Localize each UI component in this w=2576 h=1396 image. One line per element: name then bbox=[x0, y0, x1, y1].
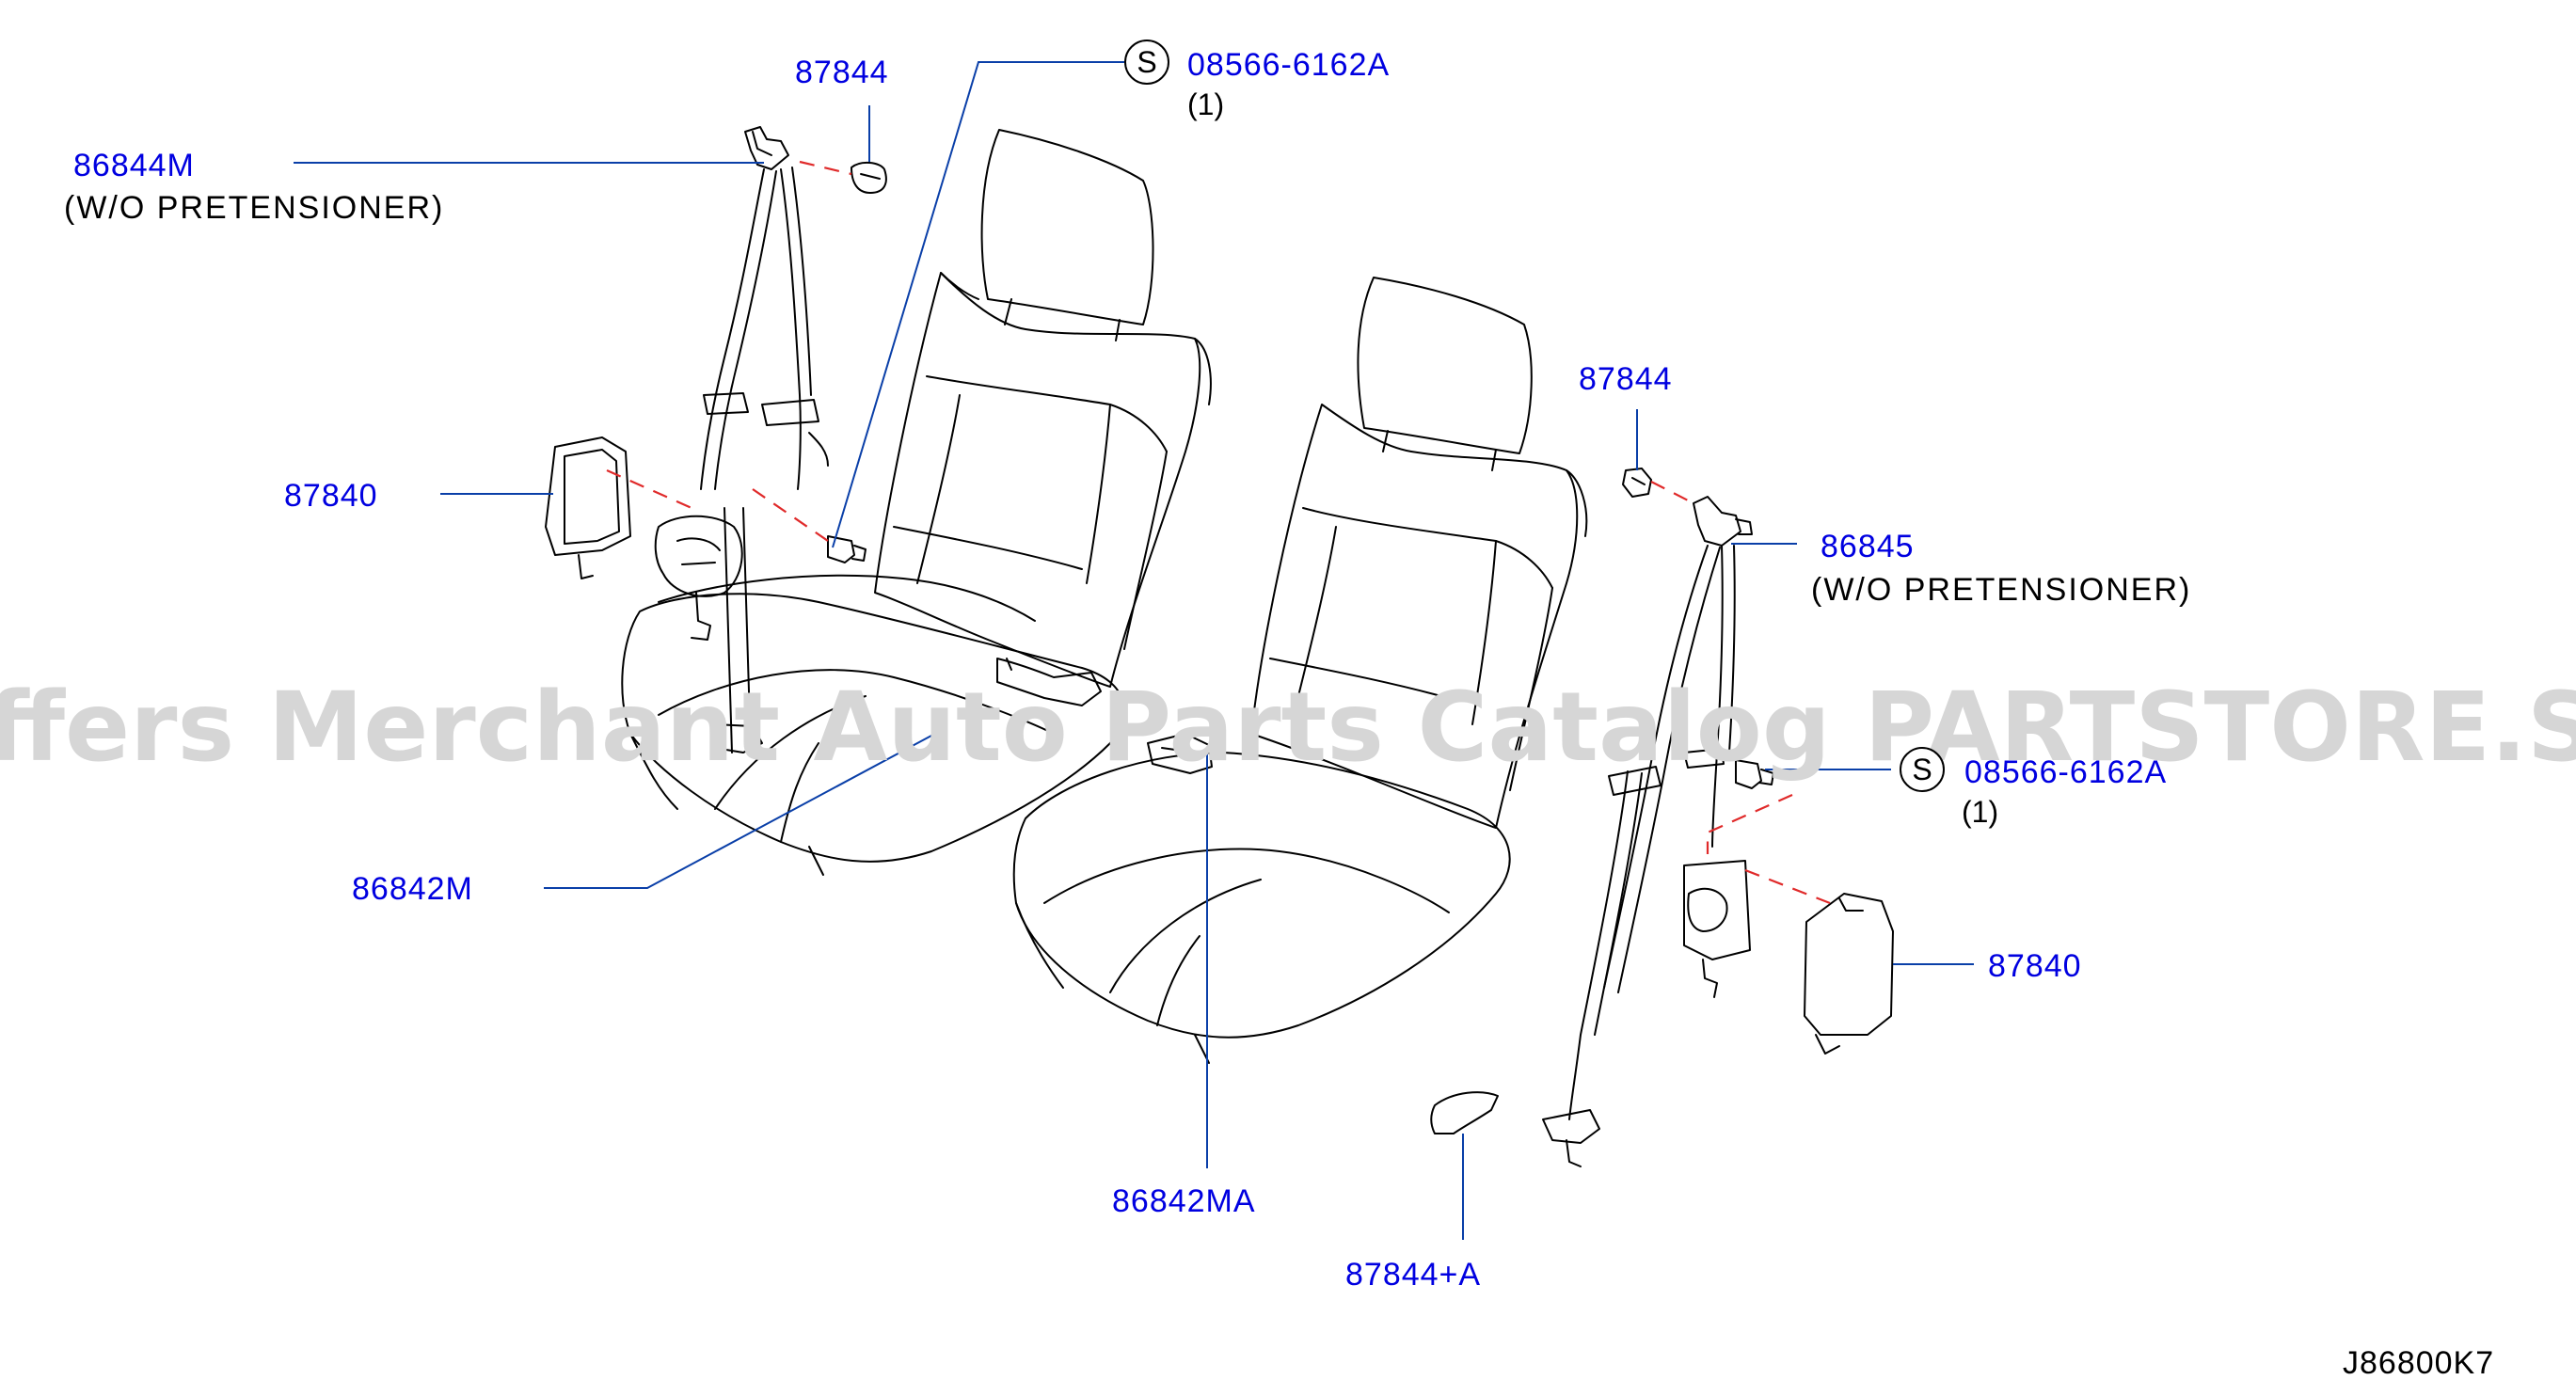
label-87844-right[interactable]: 87844 bbox=[1579, 361, 1673, 397]
label-87840-right[interactable]: 87840 bbox=[1988, 948, 2082, 984]
left-clip-87844 bbox=[851, 162, 887, 194]
s-symbol-left-circle bbox=[1124, 40, 1169, 85]
s-symbol-left: S bbox=[1137, 45, 1156, 79]
qty-right: (1) bbox=[1962, 795, 1998, 829]
label-87844-top[interactable]: 87844 bbox=[795, 55, 889, 90]
note-86845: (W/O PRETENSIONER) bbox=[1811, 572, 2191, 608]
label-87840-left[interactable]: 87840 bbox=[284, 478, 378, 514]
right-clip-87844 bbox=[1622, 468, 1652, 498]
part-labels: 87844 86844M (W/O PRETENSIONER) S 08566-… bbox=[64, 40, 2494, 1381]
right-trim-cover-87840 bbox=[1804, 893, 1894, 1055]
qty-left: (1) bbox=[1187, 87, 1224, 121]
label-86845[interactable]: 86845 bbox=[1821, 529, 1915, 564]
left-belt-assembly bbox=[654, 126, 1036, 754]
label-08566-6162A-right[interactable]: 08566-6162A bbox=[1964, 754, 2167, 790]
leader-lines bbox=[294, 61, 1974, 1240]
left-trim-cover-87840 bbox=[545, 436, 631, 579]
s-symbol-right: S bbox=[1912, 753, 1932, 786]
right-seat-drawing bbox=[1012, 277, 1588, 1064]
label-86844M[interactable]: 86844M bbox=[73, 148, 195, 183]
label-86842MA[interactable]: 86842MA bbox=[1112, 1183, 1256, 1219]
label-86842M[interactable]: 86842M bbox=[352, 871, 473, 907]
note-86844M: (W/O PRETENSIONER) bbox=[64, 190, 444, 226]
diagram-code: J86800K7 bbox=[2343, 1345, 2494, 1381]
watermark-text: Offers Merchant Auto Parts Catalog PARTS… bbox=[0, 672, 2576, 784]
assembly-dashed-lines bbox=[606, 160, 1831, 905]
right-bolt bbox=[1735, 759, 1774, 789]
label-87844A[interactable]: 87844+A bbox=[1345, 1257, 1481, 1293]
left-seat-drawing bbox=[621, 129, 1212, 876]
left-bolt bbox=[827, 535, 867, 563]
cover-87844A bbox=[1430, 1091, 1499, 1134]
right-belt-assembly bbox=[1542, 496, 1753, 1167]
s-symbol-right-circle bbox=[1900, 747, 1945, 792]
label-08566-6162A-left[interactable]: 08566-6162A bbox=[1187, 47, 1390, 83]
